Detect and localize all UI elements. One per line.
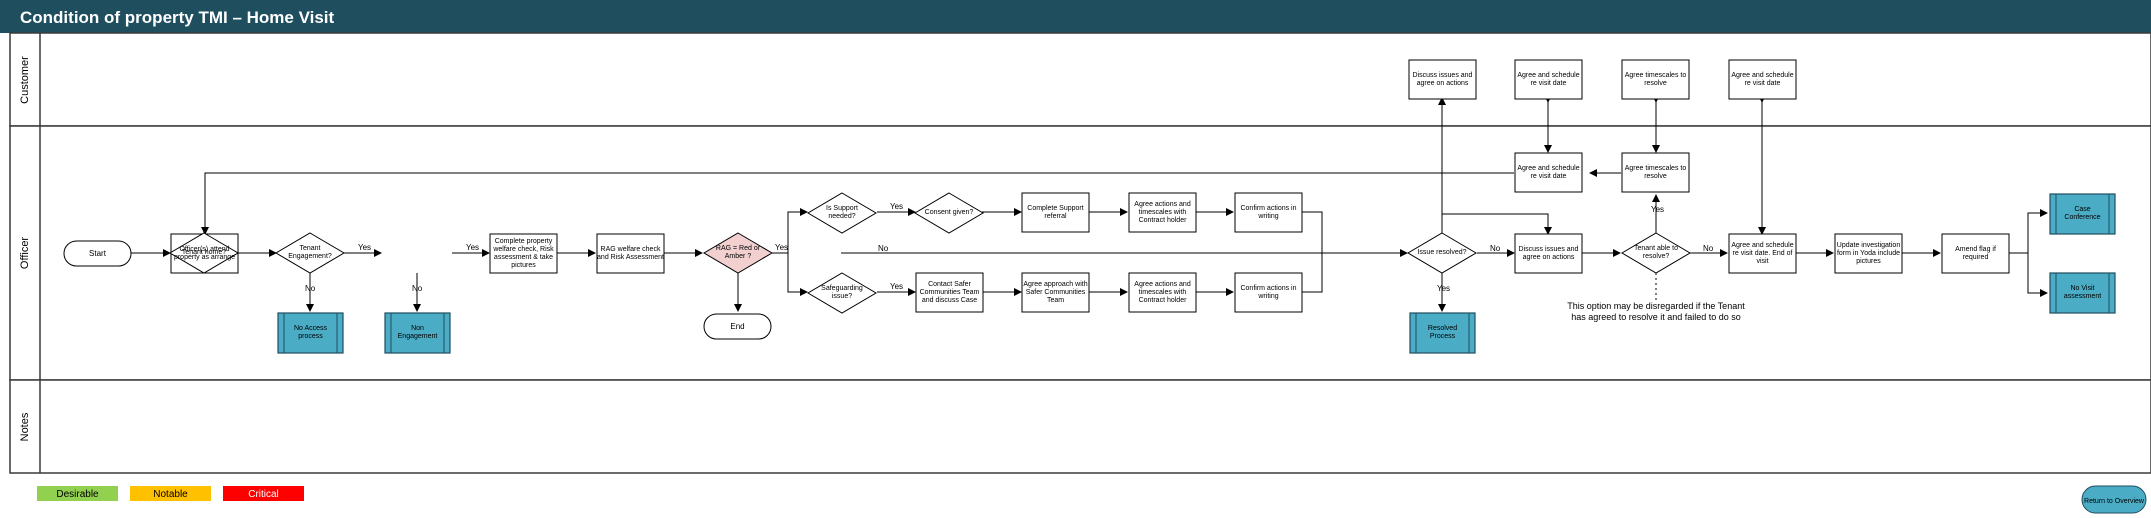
terminator-start bbox=[63, 240, 132, 267]
node-agree-actions-2: Agree actions and timescales with Contra… bbox=[1134, 280, 1191, 304]
process-box bbox=[1234, 192, 1303, 233]
decision-diamond bbox=[1621, 232, 1691, 274]
node-rag-welfare: RAG welfare check and Risk Assessment bbox=[597, 245, 664, 261]
node-agree-schedule-end: Agree and schedule re visit date. End of… bbox=[1731, 241, 1794, 265]
node-safeguarding-issue: Safeguarding issue? bbox=[821, 285, 863, 300]
legend-notable bbox=[130, 486, 211, 501]
node-tenant-able-resolve: Tenant able to resolve? bbox=[1634, 245, 1678, 260]
label-yes: Yes bbox=[1437, 284, 1450, 293]
decision-diamond bbox=[807, 192, 877, 234]
node-contact-safer: Contact Safer Communities Team and discu… bbox=[919, 280, 980, 304]
decision-diamond bbox=[1407, 232, 1477, 274]
legend-notable-label: Notable bbox=[153, 489, 188, 500]
node-confirm-writing-2: Confirm actions in writing bbox=[1240, 284, 1297, 300]
node-confirm-writing-1: Confirm actions in writing bbox=[1240, 204, 1297, 220]
label-no: No bbox=[1490, 244, 1501, 253]
process-box bbox=[1941, 233, 2010, 274]
legend-desirable bbox=[37, 486, 118, 501]
process-box bbox=[1514, 59, 1583, 100]
process-box bbox=[1021, 192, 1090, 233]
process-box bbox=[1021, 272, 1090, 313]
node-no-visit-assessment: No Visit assessment bbox=[2063, 285, 2102, 300]
node-end: End bbox=[730, 322, 744, 331]
node-case-conference: Case Conference bbox=[2064, 206, 2101, 221]
node-resolved-process: Resolved Process bbox=[1427, 325, 1458, 340]
label-yes: Yes bbox=[775, 243, 788, 252]
node-cust-schedule-2: Agree and schedule re visit date bbox=[1731, 71, 1794, 87]
lane-label-officer: Officer bbox=[19, 237, 31, 270]
decision-diamond bbox=[914, 192, 984, 234]
label-yes: Yes bbox=[890, 202, 903, 211]
node-cust-discuss: Discuss issues and agree on actions bbox=[1412, 71, 1473, 87]
lane-label-customer: Customer bbox=[19, 56, 31, 104]
node-consent-given: Consent given? bbox=[924, 209, 974, 216]
node-amend-flag: Amend flag if required bbox=[1955, 245, 1996, 261]
label-yes: Yes bbox=[1651, 205, 1664, 214]
node-issue-resolved: Issue resolved? bbox=[1417, 249, 1467, 256]
label-no: No bbox=[878, 244, 889, 253]
page-title: Condition of property TMI – Home Visit bbox=[20, 8, 335, 27]
process-box bbox=[596, 233, 665, 274]
node-is-support-needed: Is Support needed? bbox=[826, 205, 858, 220]
label-no: No bbox=[412, 284, 423, 293]
return-to-overview-button[interactable] bbox=[2081, 485, 2147, 514]
subprocess-no-visit[interactable] bbox=[2049, 272, 2116, 314]
return-to-overview-label: Return to Overview bbox=[2084, 498, 2145, 505]
decision-diamond-highlight bbox=[703, 232, 773, 274]
node-cust-timescales: Agree timescales to resolve bbox=[1624, 71, 1687, 87]
annotation-note: This option may be disregarded if the Te… bbox=[1567, 301, 1745, 322]
process-box bbox=[1514, 233, 1583, 274]
decision-diamond bbox=[807, 272, 877, 314]
process-box bbox=[915, 272, 984, 313]
label-no: No bbox=[305, 284, 316, 293]
node-non-engagement: Non Engagement bbox=[397, 325, 438, 340]
label-no: No bbox=[1703, 244, 1714, 253]
node-agree-actions-1: Agree actions and timescales with Contra… bbox=[1134, 200, 1191, 224]
node-start: Start bbox=[89, 249, 107, 258]
process-box bbox=[1514, 152, 1583, 193]
process-box bbox=[1621, 152, 1690, 193]
lane-notes bbox=[9, 379, 2151, 474]
process-box bbox=[1408, 59, 1477, 100]
node-rag-red-amber: RAG = Red or Amber ? bbox=[715, 245, 761, 260]
node-no-access: No Access process bbox=[293, 325, 328, 340]
process-box bbox=[1834, 233, 1903, 274]
label-yes: Yes bbox=[358, 243, 371, 252]
decision-diamond bbox=[169, 232, 239, 274]
node-complete-support-referral: Complete Support referral bbox=[1027, 204, 1084, 220]
node-agree-approach: Agree approach with Safer Communities Te… bbox=[1023, 280, 1088, 304]
title-bar bbox=[0, 0, 2151, 33]
label-yes: Yes bbox=[466, 243, 479, 252]
node-cust-schedule-1: Agree and schedule re visit date bbox=[1517, 71, 1580, 87]
process-box bbox=[1621, 59, 1690, 100]
subprocess-no-access[interactable] bbox=[277, 312, 344, 354]
process-box bbox=[1728, 59, 1797, 100]
lane-label-notes: Notes bbox=[19, 412, 31, 441]
node-attend: Officer(s) attend property as arrange bbox=[173, 245, 236, 261]
subprocess-resolved[interactable] bbox=[1409, 312, 1476, 354]
label-yes: Yes bbox=[890, 282, 903, 291]
process-box bbox=[1128, 272, 1197, 313]
subprocess-non-engagement[interactable] bbox=[384, 312, 451, 354]
node-agree-timescales-officer: Agree timescales to resolve bbox=[1624, 164, 1687, 180]
process-box bbox=[489, 233, 558, 274]
subprocess-case-conference[interactable] bbox=[2049, 193, 2116, 235]
node-complete-welfare: Complete property welfare check, Risk as… bbox=[493, 237, 554, 269]
process-box bbox=[1234, 272, 1303, 313]
process-box bbox=[1128, 192, 1197, 233]
node-discuss-issues-officer: Discuss issues and agree on actions bbox=[1518, 245, 1579, 261]
node-update-investigation: Update investigation form in Yoda includ… bbox=[1836, 241, 1901, 265]
node-agree-schedule-officer: Agree and schedule re visit date bbox=[1517, 164, 1580, 180]
legend-desirable-label: Desirable bbox=[56, 489, 99, 500]
decision-diamond bbox=[275, 232, 345, 274]
node-tenant-engagement: Tenant Engagement? bbox=[288, 245, 332, 260]
node-tenant-home: Tenant home? bbox=[181, 249, 227, 256]
terminator-end bbox=[703, 313, 772, 340]
legend-critical bbox=[223, 486, 304, 501]
legend-critical-label: Critical bbox=[248, 489, 279, 500]
lane-customer bbox=[9, 32, 2151, 127]
process-box bbox=[1728, 233, 1797, 274]
